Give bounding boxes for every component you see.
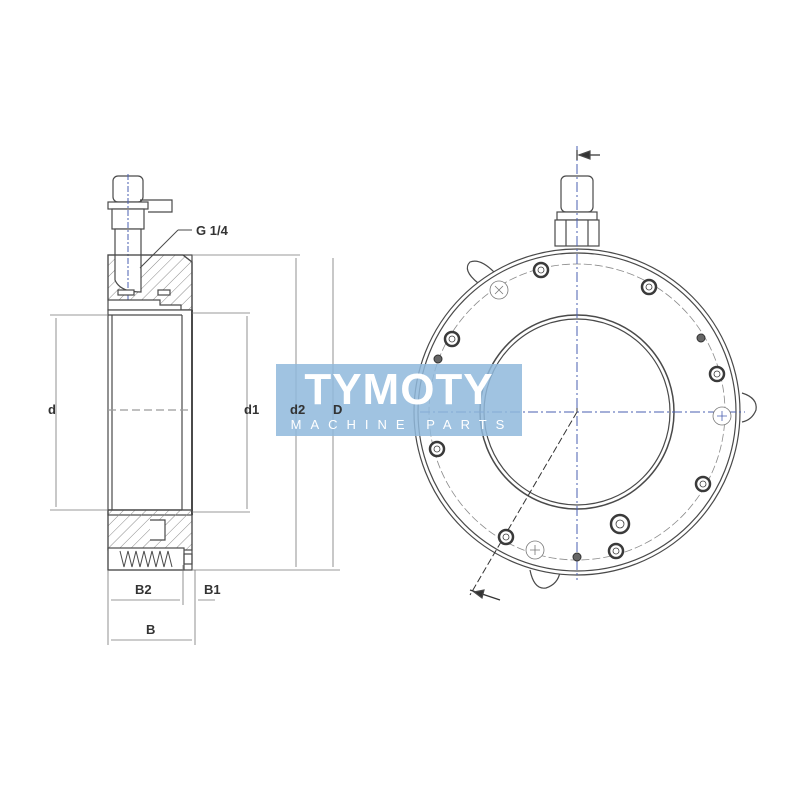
label-g14: G 1/4 (196, 223, 229, 238)
bolt (609, 513, 631, 535)
bolt (497, 528, 515, 546)
marker-hole (712, 406, 732, 426)
small-plug (572, 552, 582, 562)
dim-B2: B2 (135, 582, 152, 597)
front-view (413, 146, 757, 601)
bolt (694, 475, 712, 493)
small-plug (433, 354, 443, 364)
dim-D-overlay: D (333, 402, 342, 417)
upper-body-section (107, 254, 193, 311)
bolt (428, 440, 446, 458)
marker-hole (489, 280, 509, 300)
dim-B: B (146, 622, 155, 637)
dim-d: d (48, 402, 56, 417)
dim-d1: d1 (244, 402, 259, 417)
watermark: TYMOTY MACHINE PARTS (276, 364, 522, 436)
dim-B1: B1 (204, 582, 221, 597)
bolt (607, 542, 625, 560)
bolt (640, 278, 658, 296)
marker-hole (525, 540, 545, 560)
lower-body-section (107, 509, 193, 571)
bolt-heads (428, 261, 732, 562)
callout-g14: G 1/4 (139, 223, 229, 269)
fitting (107, 174, 173, 300)
watermark-tagline: MACHINE PARTS (291, 417, 514, 432)
side-section-view (107, 174, 193, 571)
bolt (443, 330, 461, 348)
dim-d2-overlay: d2 (290, 402, 305, 417)
bolt (532, 261, 550, 279)
small-plug (696, 333, 706, 343)
bolt (708, 365, 726, 383)
watermark-brand: TYMOTY (304, 365, 493, 414)
bore (107, 309, 193, 516)
dimension-lines (50, 254, 340, 645)
